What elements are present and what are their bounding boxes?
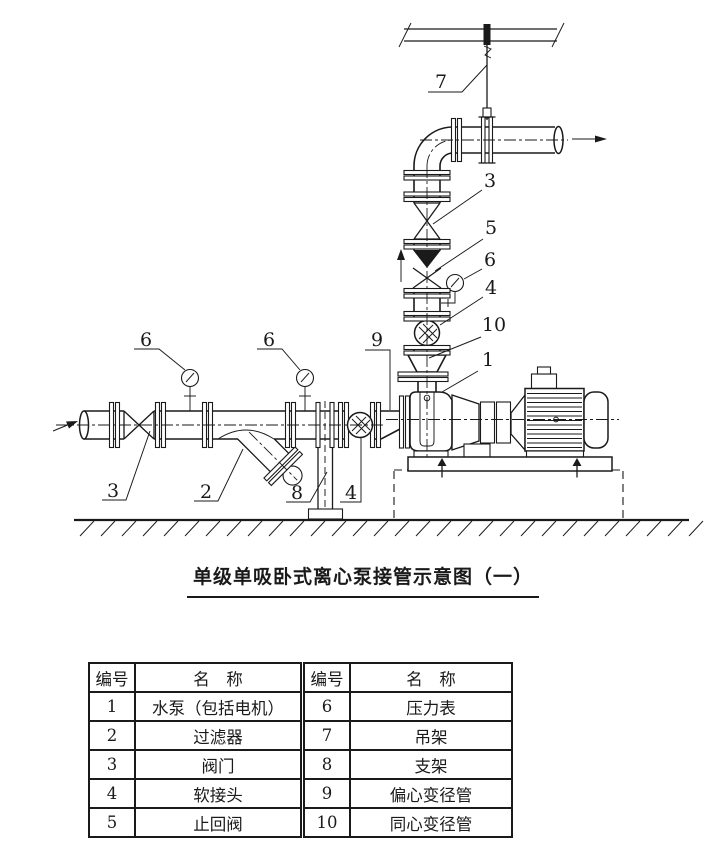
table-row: 3 阀门 8 支架 [88,749,513,780]
pressure-gauge-vertical [441,273,465,307]
callout-6-left: 6 [134,329,186,371]
discharge-elbow-pipe [413,117,564,167]
motor [510,366,609,458]
callout-label: 3 [484,170,496,192]
callout-4-bottom: 4 [340,438,362,504]
gate-valve-vertical [413,202,441,240]
item-name: 同心变径管 [349,807,513,838]
callout-3-bottom: 3 [102,430,151,502]
col-header-name-2: 名 称 [349,662,513,693]
item-name: 水泵（包括电机） [134,691,304,722]
callout-label: 8 [291,482,303,504]
item-number: 5 [88,807,136,838]
ceiling-beam [398,22,565,48]
legend-table: 编号 名 称 编号 名 称 1 水泵（包括电机） 6 压力表 2 过滤器 7 吊… [88,662,513,838]
item-number: 3 [88,749,136,780]
title-row: 单级单吸卧式离心泵接管示意图（一） [0,562,726,598]
item-name: 过滤器 [134,720,304,751]
callout-label: 9 [371,329,383,351]
item-number: 6 [300,691,351,722]
item-number: 8 [300,749,351,780]
table-row: 2 过滤器 7 吊架 [88,720,513,751]
item-number: 4 [88,778,136,809]
flow-arrow-out [572,135,607,143]
callout-label: 3 [107,480,119,502]
callout-label: 6 [140,329,152,351]
callout-label: 10 [482,314,506,336]
piping-diagram: 7 3 5 6 4 10 1 9 6 6 3 2 [52,22,704,537]
legend-header-row: 编号 名 称 编号 名 称 [88,662,513,693]
callout-label: 2 [200,481,212,503]
callout-label: 7 [435,71,447,93]
callout-7: 7 [428,64,488,93]
pressure-gauge-mid [295,368,315,411]
item-name: 压力表 [349,691,513,722]
item-name: 阀门 [134,749,304,780]
item-name: 软接头 [134,778,304,809]
flow-arrow-up [397,249,405,282]
coupling [479,401,512,444]
callout-label: 4 [345,482,357,504]
pipe-support [307,401,344,520]
callout-3-top: 3 [432,170,496,225]
flexible-joint-vertical [413,319,441,347]
flow-arrow-in [52,421,78,432]
pump [398,391,491,458]
callout-1: 1 [441,349,494,393]
pressure-gauge-left [180,368,200,411]
col-header-number-2: 编号 [300,662,351,693]
item-number: 7 [300,720,351,751]
item-number: 9 [300,778,351,809]
col-header-number: 编号 [88,662,136,693]
callout-5: 5 [434,217,497,272]
callout-label: 1 [482,349,494,371]
drawing-title: 单级单吸卧式离心泵接管示意图（一） [186,562,539,598]
ground [74,518,704,537]
callout-10: 10 [428,314,506,359]
item-name: 吊架 [349,720,513,751]
callout-6-vertical: 6 [463,249,496,280]
baseplate [407,456,613,478]
callout-label: 6 [263,329,275,351]
item-name: 偏心变径管 [349,778,513,809]
col-header-name: 名 称 [134,662,304,693]
table-row: 4 软接头 9 偏心变径管 [88,778,513,809]
callout-2: 2 [194,448,244,503]
callout-4-vertical: 4 [439,277,497,326]
callout-8: 8 [286,471,328,504]
eccentric-reducer [380,410,401,440]
item-number: 2 [88,720,136,751]
item-name: 支架 [349,749,513,780]
callout-label: 5 [485,217,497,239]
foundation [393,469,624,519]
callout-label: 6 [484,249,496,271]
hanger [478,24,496,164]
table-row: 1 水泵（包括电机） 6 压力表 [88,691,513,722]
table-row: 5 止回阀 10 同心变径管 [88,807,513,838]
callout-9: 9 [365,329,391,410]
centerlines [56,139,619,460]
callout-label: 4 [485,277,497,299]
item-name: 止回阀 [134,807,304,838]
strainer [217,429,304,487]
callout-6-mid: 6 [257,329,301,371]
item-number: 1 [88,691,136,722]
gate-valve-horizontal [123,410,155,440]
item-number: 10 [300,807,351,838]
